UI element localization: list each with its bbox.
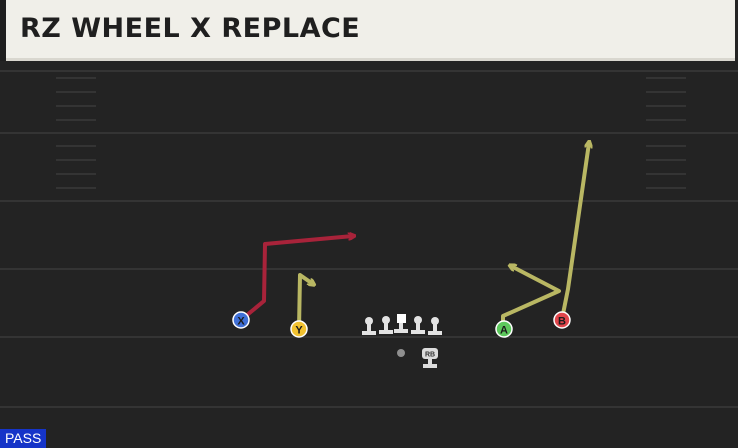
player-a: A <box>495 320 513 338</box>
player-b-label: B <box>558 316 566 328</box>
route-y-olive <box>297 273 313 330</box>
route-x-red <box>239 236 353 322</box>
hash-marks <box>56 77 686 189</box>
quarterback-marker <box>397 349 405 357</box>
lineman-icon <box>428 317 442 335</box>
player-x: X <box>232 311 250 329</box>
rb-label: RB <box>425 352 435 359</box>
player-y-label: Y <box>295 325 303 337</box>
title-accent <box>0 0 6 61</box>
lineman-icon <box>411 316 425 334</box>
center-icon <box>394 314 408 333</box>
play-field: RB X Y A B <box>0 70 738 408</box>
running-back: RB <box>422 348 438 368</box>
lineman-icon <box>362 317 376 335</box>
player-y: Y <box>290 320 308 338</box>
player-a-label: A <box>500 325 508 337</box>
play-type-badge: PASS <box>0 429 47 448</box>
route-a-olive <box>501 266 561 329</box>
yard-lines <box>0 70 738 408</box>
player-b: B <box>553 311 571 329</box>
play-title: RZ WHEEL X REPLACE <box>20 13 361 44</box>
offensive-line <box>362 314 442 335</box>
route-b-olive <box>560 143 589 320</box>
lineman-icon <box>379 316 393 334</box>
title-bar: RZ WHEEL X REPLACE <box>0 0 735 61</box>
player-x-label: X <box>237 316 245 328</box>
